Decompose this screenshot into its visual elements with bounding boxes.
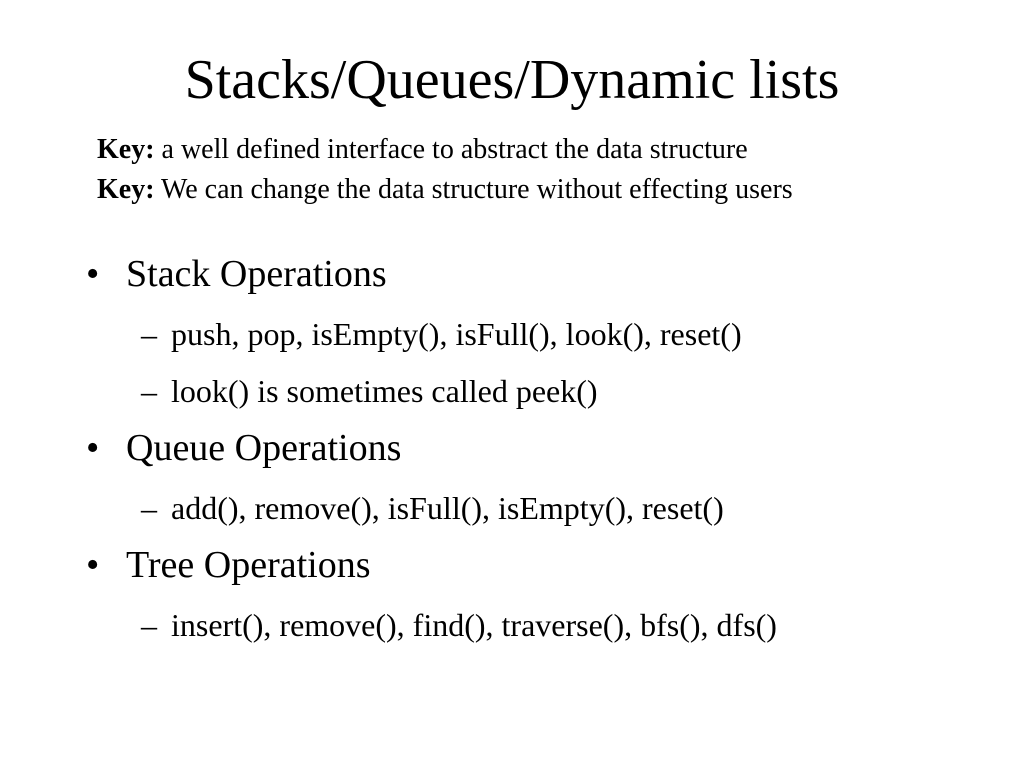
bullet-glyph: • [86, 253, 100, 295]
dash-glyph: – [141, 316, 157, 352]
sub-bullet: – look() is sometimes called peek() [86, 367, 1006, 415]
bullet-heading: Queue Operations [126, 427, 402, 469]
key-notes: Key: a well defined interface to abstrac… [97, 130, 793, 210]
bullet-heading: Stack Operations [126, 253, 387, 295]
sub-bullet: – add(), remove(), isFull(), isEmpty(), … [86, 484, 1006, 532]
bullet-queue-operations: • Queue Operations [86, 424, 1006, 472]
key-note: Key: a well defined interface to abstrac… [97, 130, 793, 170]
key-label: Key: [97, 174, 155, 205]
sub-bullet-text: add(), remove(), isFull(), isEmpty(), re… [171, 490, 724, 526]
bullet-list: • Stack Operations – push, pop, isEmpty(… [86, 250, 1006, 658]
dash-glyph: – [141, 490, 157, 526]
key-text: We can change the data structure without… [154, 174, 793, 205]
bullet-glyph: • [86, 427, 100, 469]
sub-bullet-text: push, pop, isEmpty(), isFull(), look(), … [171, 316, 742, 352]
dash-glyph: – [141, 607, 157, 643]
key-note: Key: We can change the data structure wi… [97, 170, 793, 210]
slide-title: Stacks/Queues/Dynamic lists [184, 49, 840, 111]
sub-bullet-text: insert(), remove(), find(), traverse(), … [171, 607, 777, 643]
key-text: a well defined interface to abstract the… [154, 134, 748, 165]
bullet-glyph: • [86, 544, 100, 586]
sub-bullet: – insert(), remove(), find(), traverse()… [86, 601, 1006, 649]
key-label: Key: [97, 134, 155, 165]
bullet-stack-operations: • Stack Operations [86, 250, 1006, 298]
sub-bullet-text: look() is sometimes called peek() [171, 373, 598, 409]
bullet-tree-operations: • Tree Operations [86, 541, 1006, 589]
bullet-heading: Tree Operations [126, 544, 371, 586]
dash-glyph: – [141, 373, 157, 409]
sub-bullet: – push, pop, isEmpty(), isFull(), look()… [86, 310, 1006, 358]
